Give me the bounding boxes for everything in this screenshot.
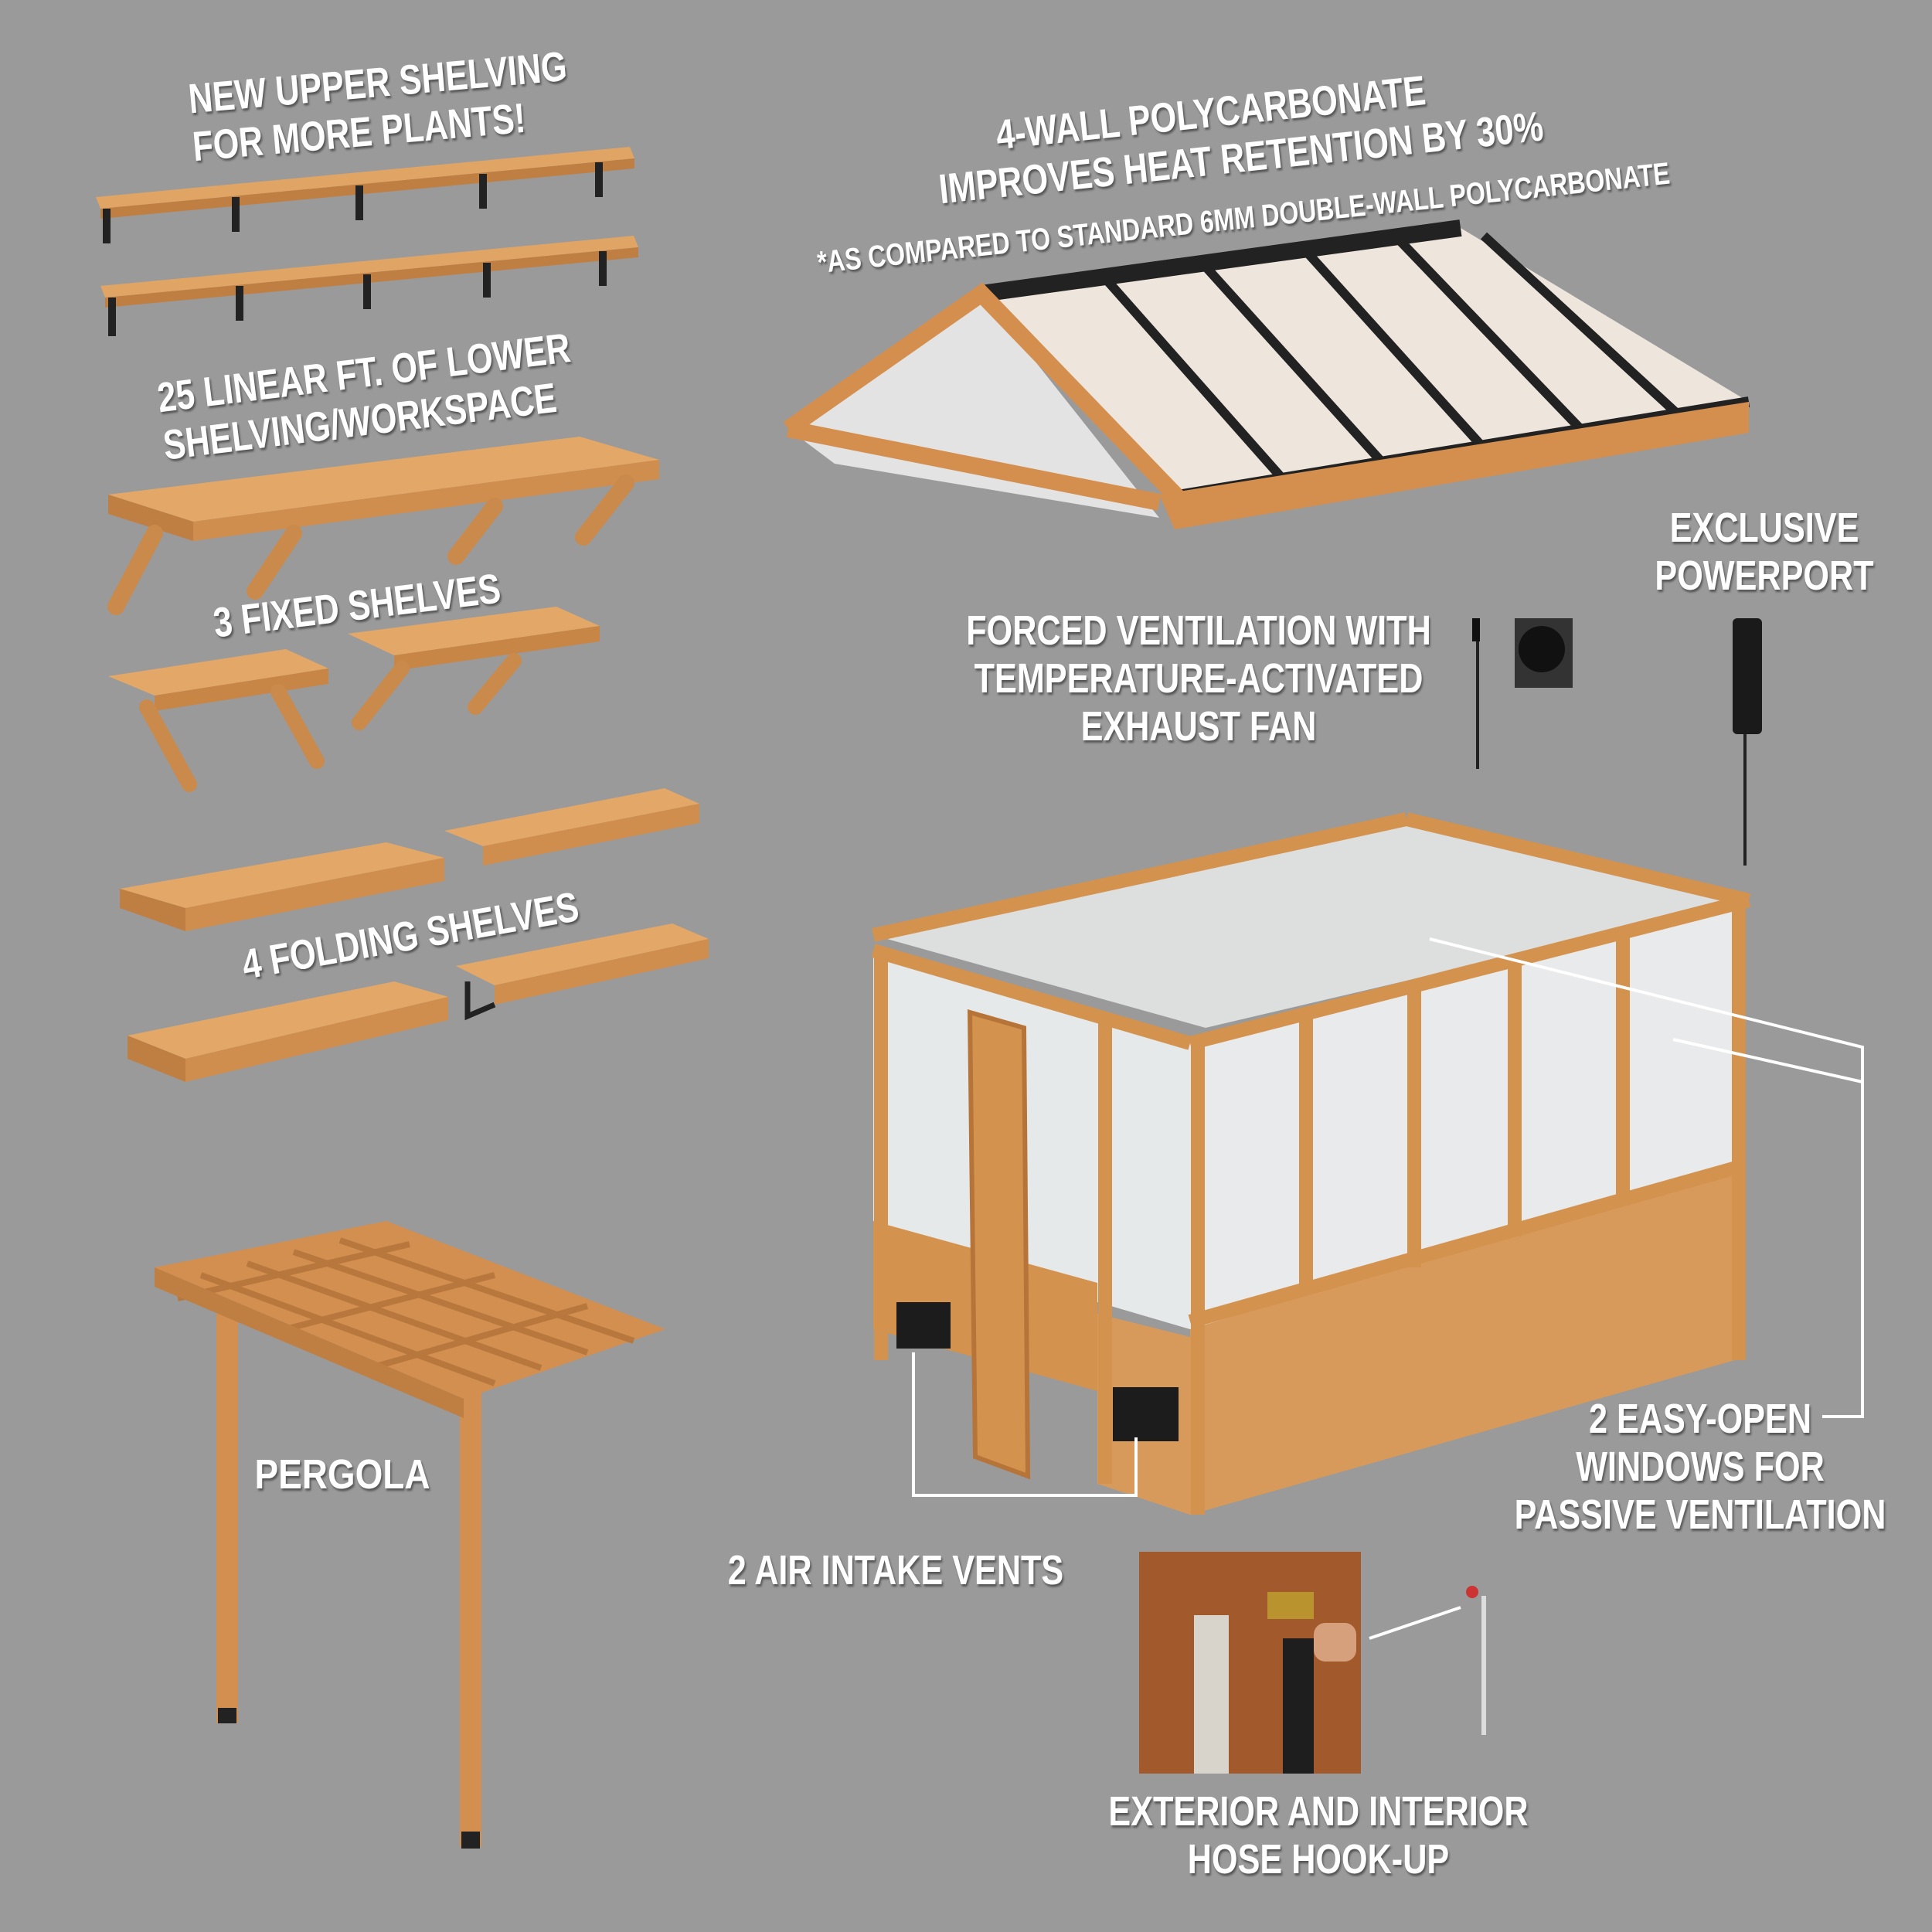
label-line: 2 EASY-OPEN (1588, 1396, 1812, 1442)
hose-fitting (1466, 1586, 1486, 1735)
hose-photo (1139, 1552, 1361, 1774)
upper-shelves (96, 147, 638, 336)
polycarbonate-roof (783, 219, 1750, 529)
lower-workspace (107, 437, 659, 615)
greenhouse-base (871, 812, 1751, 1515)
label-line: HOSE HOOK-UP (1187, 1836, 1450, 1883)
label-line: WINDOWS FOR (1576, 1444, 1825, 1490)
powerport-label: EXCLUSIVE POWERPORT (1641, 504, 1888, 600)
label-line: FORCED VENTILATION WITH (966, 607, 1431, 654)
folding-shelves (120, 788, 709, 1082)
hose-label: EXTERIOR AND INTERIOR HOSE HOOK-UP (1102, 1787, 1535, 1883)
exhaust-fan (1472, 618, 1573, 769)
label-line: EXTERIOR AND INTERIOR (1108, 1788, 1529, 1835)
label-line: PASSIVE VENTILATION (1514, 1492, 1886, 1538)
ventilation-label: FORCED VENTILATION WITH TEMPERATURE-ACTI… (951, 607, 1446, 750)
callout-lines (912, 937, 1864, 1640)
label-line: EXHAUST FAN (1080, 703, 1317, 750)
windows-label: 2 EASY-OPEN WINDOWS FOR PASSIVE VENTILAT… (1484, 1395, 1917, 1539)
fixed-shelves (108, 607, 600, 792)
powerport-device (1733, 618, 1762, 866)
label-line: EXCLUSIVE (1669, 505, 1859, 551)
label-line: POWERPORT (1655, 553, 1874, 599)
pergola-label: PERGOLA (254, 1451, 430, 1498)
air-vents-label: 2 AIR INTAKE VENTS (727, 1547, 1064, 1594)
pergola (155, 1221, 665, 1849)
label-line: TEMPERATURE-ACTIVATED (974, 655, 1423, 702)
